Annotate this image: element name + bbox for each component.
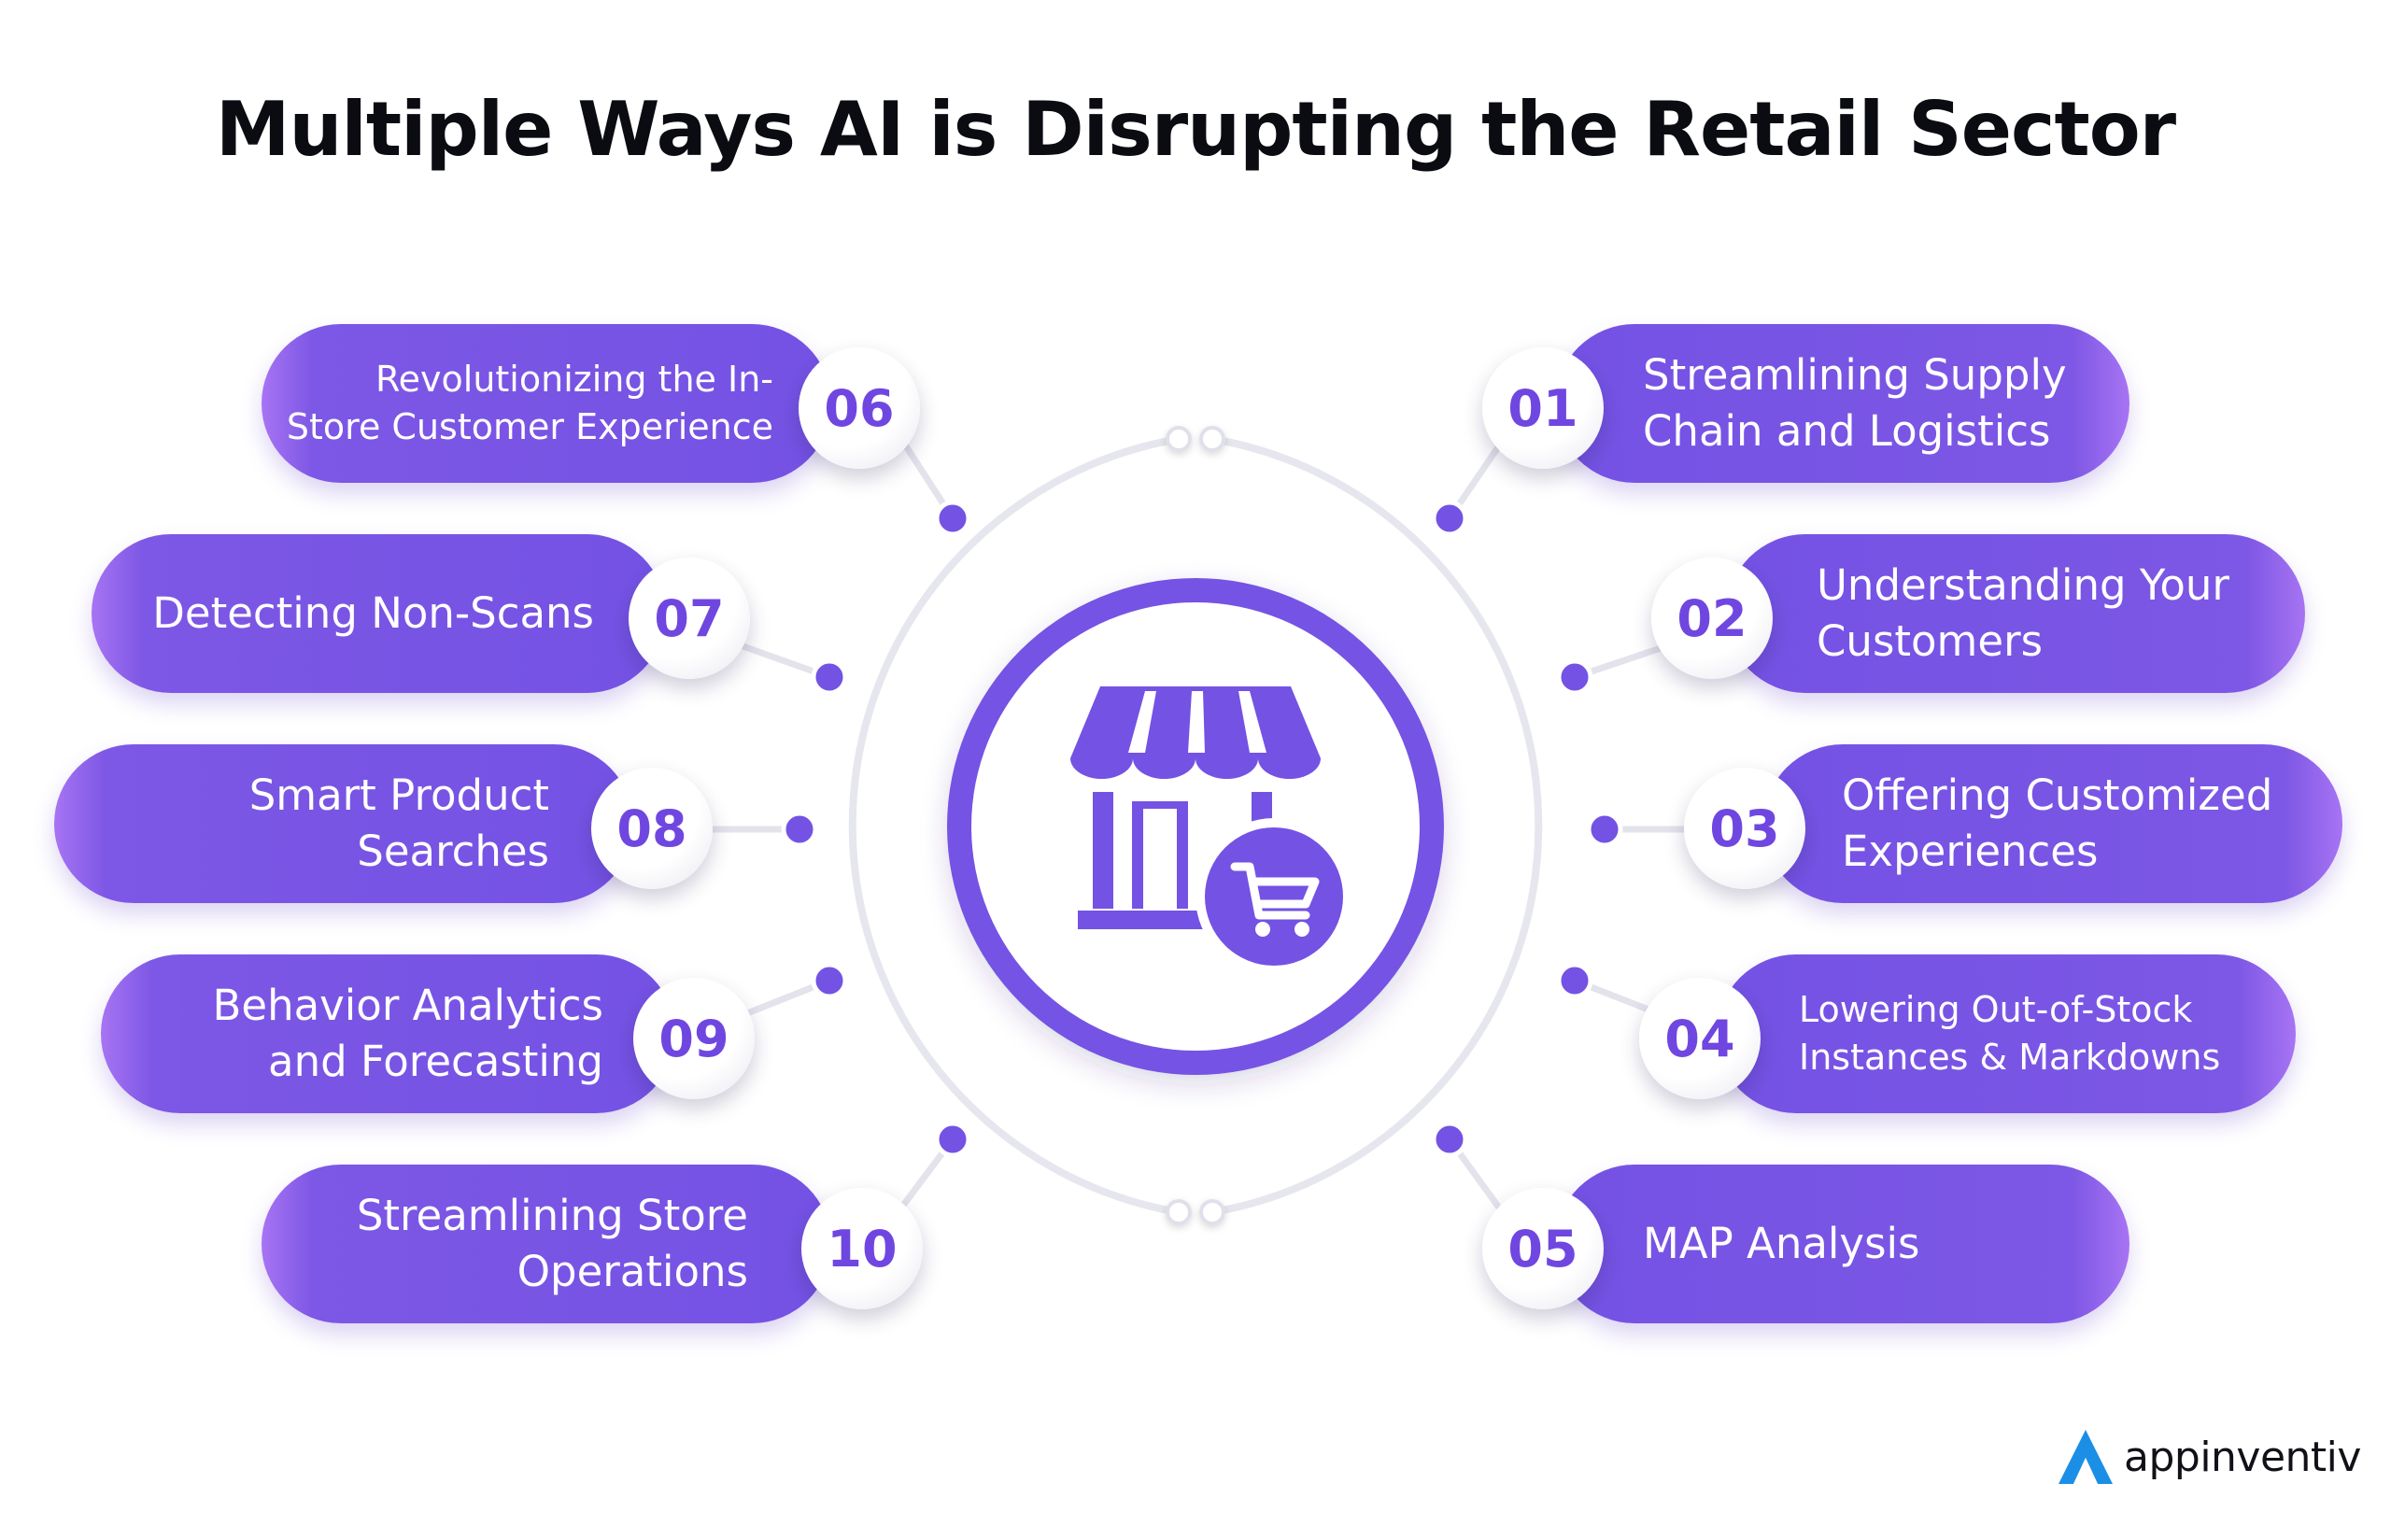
item-label-05: MAP Analysis [1643,1219,1920,1269]
item-pill-04[interactable]: Lowering Out-of-Stock Instances & Markdo… [1717,954,2296,1113]
item-pill-10[interactable]: Streamlining Store Operations [262,1165,831,1323]
ring-dot-07 [811,658,848,696]
item-pill-07[interactable]: Detecting Non-Scans [92,534,666,693]
item-number-badge-01: 01 [1482,347,1604,469]
ring-dot-01 [1431,500,1468,537]
item-label-04: Lowering Out-of-Stock Instances & Markdo… [1799,989,2221,1078]
ring-dot-09 [811,962,848,999]
appinventiv-a-logo-icon [2059,1430,2113,1484]
brand-logo[interactable]: appinventiv [2055,1424,2361,1490]
item-label-03: Offering Customized Experiences [1842,770,2273,876]
item-label-09: Behavior Analytics and Forecasting [212,981,603,1086]
ring-gap-dot [1199,426,1225,452]
item-number-badge-05: 05 [1482,1188,1604,1309]
item-number-badge-03: 03 [1684,768,1805,889]
item-label-08: Smart Product Searches [248,770,549,876]
item-pill-09[interactable]: Behavior Analytics and Forecasting [101,954,675,1113]
page-title: Multiple Ways AI is Disrupting the Retai… [215,86,2176,173]
ring-dot-10 [934,1121,971,1158]
item-label-06: Revolutionizing the In- Store Customer E… [286,359,773,447]
item-label-07: Detecting Non-Scans [152,588,594,639]
item-pill-03[interactable]: Offering Customized Experiences [1763,744,2342,903]
item-label-10: Streamlining Store Operations [356,1191,748,1296]
store-with-cart-icon [1070,686,1352,975]
item-number-badge-02: 02 [1651,558,1773,679]
ring-dot-03 [1586,811,1623,848]
ring-arc-right [1211,435,1543,1216]
ring-dot-04 [1556,962,1593,999]
ring-gap-dot [1199,1199,1225,1225]
brand-name: appinventiv [2124,1433,2361,1481]
ring-dot-02 [1556,658,1593,696]
ring-gap-dot [1166,1199,1192,1225]
item-number-badge-10: 10 [801,1188,923,1309]
item-label-02: Understanding Your Customers [1817,560,2229,666]
item-pill-06[interactable]: Revolutionizing the In- Store Customer E… [262,324,831,483]
item-number-badge-07: 07 [629,558,750,679]
ring-dot-08 [781,811,818,848]
item-pill-02[interactable]: Understanding Your Customers [1726,534,2305,693]
item-pill-05[interactable]: MAP Analysis [1555,1165,2129,1323]
item-pill-01[interactable]: Streamlining Supply Chain and Logistics [1555,324,2129,483]
item-number-badge-09: 09 [633,978,755,1099]
center-disc [971,602,1420,1051]
item-pill-08[interactable]: Smart Product Searches [54,744,633,903]
ring-gap-dot [1166,426,1192,452]
item-number-badge-04: 04 [1639,978,1761,1099]
ring-arc-left [848,435,1180,1216]
ring-dot-05 [1431,1121,1468,1158]
item-number-badge-06: 06 [799,347,920,469]
ring-dot-06 [934,500,971,537]
item-number-badge-08: 08 [591,768,713,889]
item-label-01: Streamlining Supply Chain and Logistics [1643,350,2067,456]
